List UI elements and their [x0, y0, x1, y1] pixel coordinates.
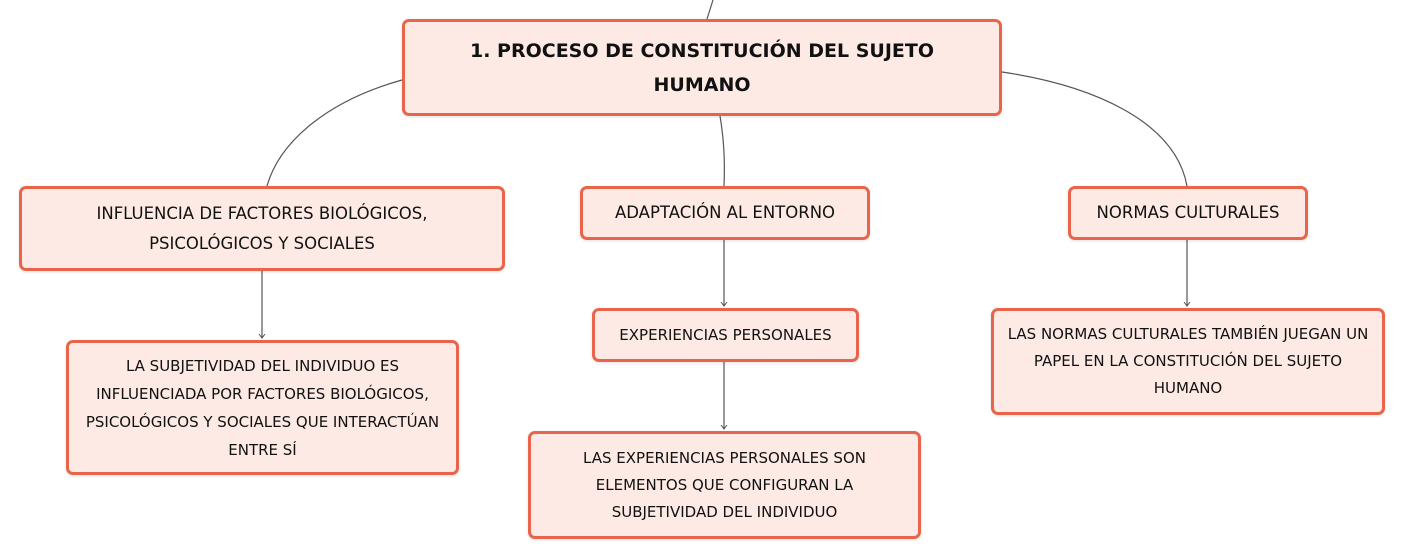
personal-experiences-label: EXPERIENCIAS PERSONALES: [619, 326, 832, 344]
cultural-norms-node[interactable]: NORMAS CULTURALES: [1068, 186, 1308, 240]
biological-factors-detail-node[interactable]: LA SUBJETIVIDAD DEL INDIVIDUO ES INFLUEN…: [66, 340, 459, 475]
connector-root-to-adaptation: [719, 115, 725, 187]
cultural-norms-detail-node[interactable]: LAS NORMAS CULTURALES TAMBIÉN JUEGAN UN …: [991, 308, 1385, 415]
root-topic-label: 1. PROCESO DE CONSTITUCIÓN DEL SUJETO HU…: [469, 39, 935, 96]
personal-experiences-detail-label: LAS EXPERIENCIAS PERSONALES SON ELEMENTO…: [583, 448, 866, 521]
cultural-norms-label: NORMAS CULTURALES: [1096, 203, 1280, 222]
adaptation-node[interactable]: ADAPTACIÓN AL ENTORNO: [580, 186, 870, 240]
connector-root-to-biological: [266, 79, 403, 187]
adaptation-label: ADAPTACIÓN AL ENTORNO: [614, 203, 836, 222]
root-topic-node[interactable]: 1. PROCESO DE CONSTITUCIÓN DEL SUJETO HU…: [402, 19, 1002, 116]
biological-factors-node[interactable]: INFLUENCIA DE FACTORES BIOLÓGICOS, PSICO…: [19, 186, 505, 271]
personal-experiences-node[interactable]: EXPERIENCIAS PERSONALES: [592, 308, 859, 362]
connector-incoming-root: [706, 0, 714, 20]
personal-experiences-detail-node[interactable]: LAS EXPERIENCIAS PERSONALES SON ELEMENTO…: [528, 431, 921, 539]
biological-factors-detail-label: LA SUBJETIVIDAD DEL INDIVIDUO ES INFLUEN…: [85, 356, 440, 459]
cultural-norms-detail-label: LAS NORMAS CULTURALES TAMBIÉN JUEGAN UN …: [1007, 325, 1369, 397]
biological-factors-label: INFLUENCIA DE FACTORES BIOLÓGICOS, PSICO…: [96, 203, 428, 253]
connector-root-to-norms: [1001, 71, 1188, 187]
